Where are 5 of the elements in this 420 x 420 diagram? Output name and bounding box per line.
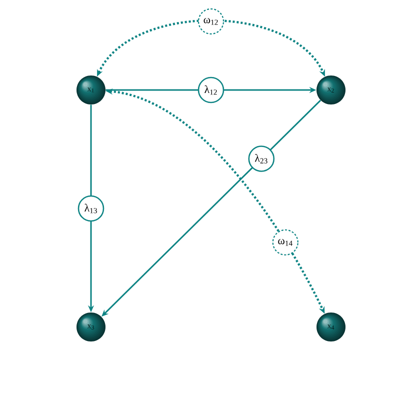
edge-label: λ$_{13}$ xyxy=(78,195,104,222)
edge-label: λ$_{12}$ xyxy=(198,76,224,104)
edge-label: λ$_{23}$ xyxy=(248,146,275,172)
edge-label: ω$_{14}$ xyxy=(272,229,298,256)
edge-label: ω$_{12}$ xyxy=(198,8,224,34)
